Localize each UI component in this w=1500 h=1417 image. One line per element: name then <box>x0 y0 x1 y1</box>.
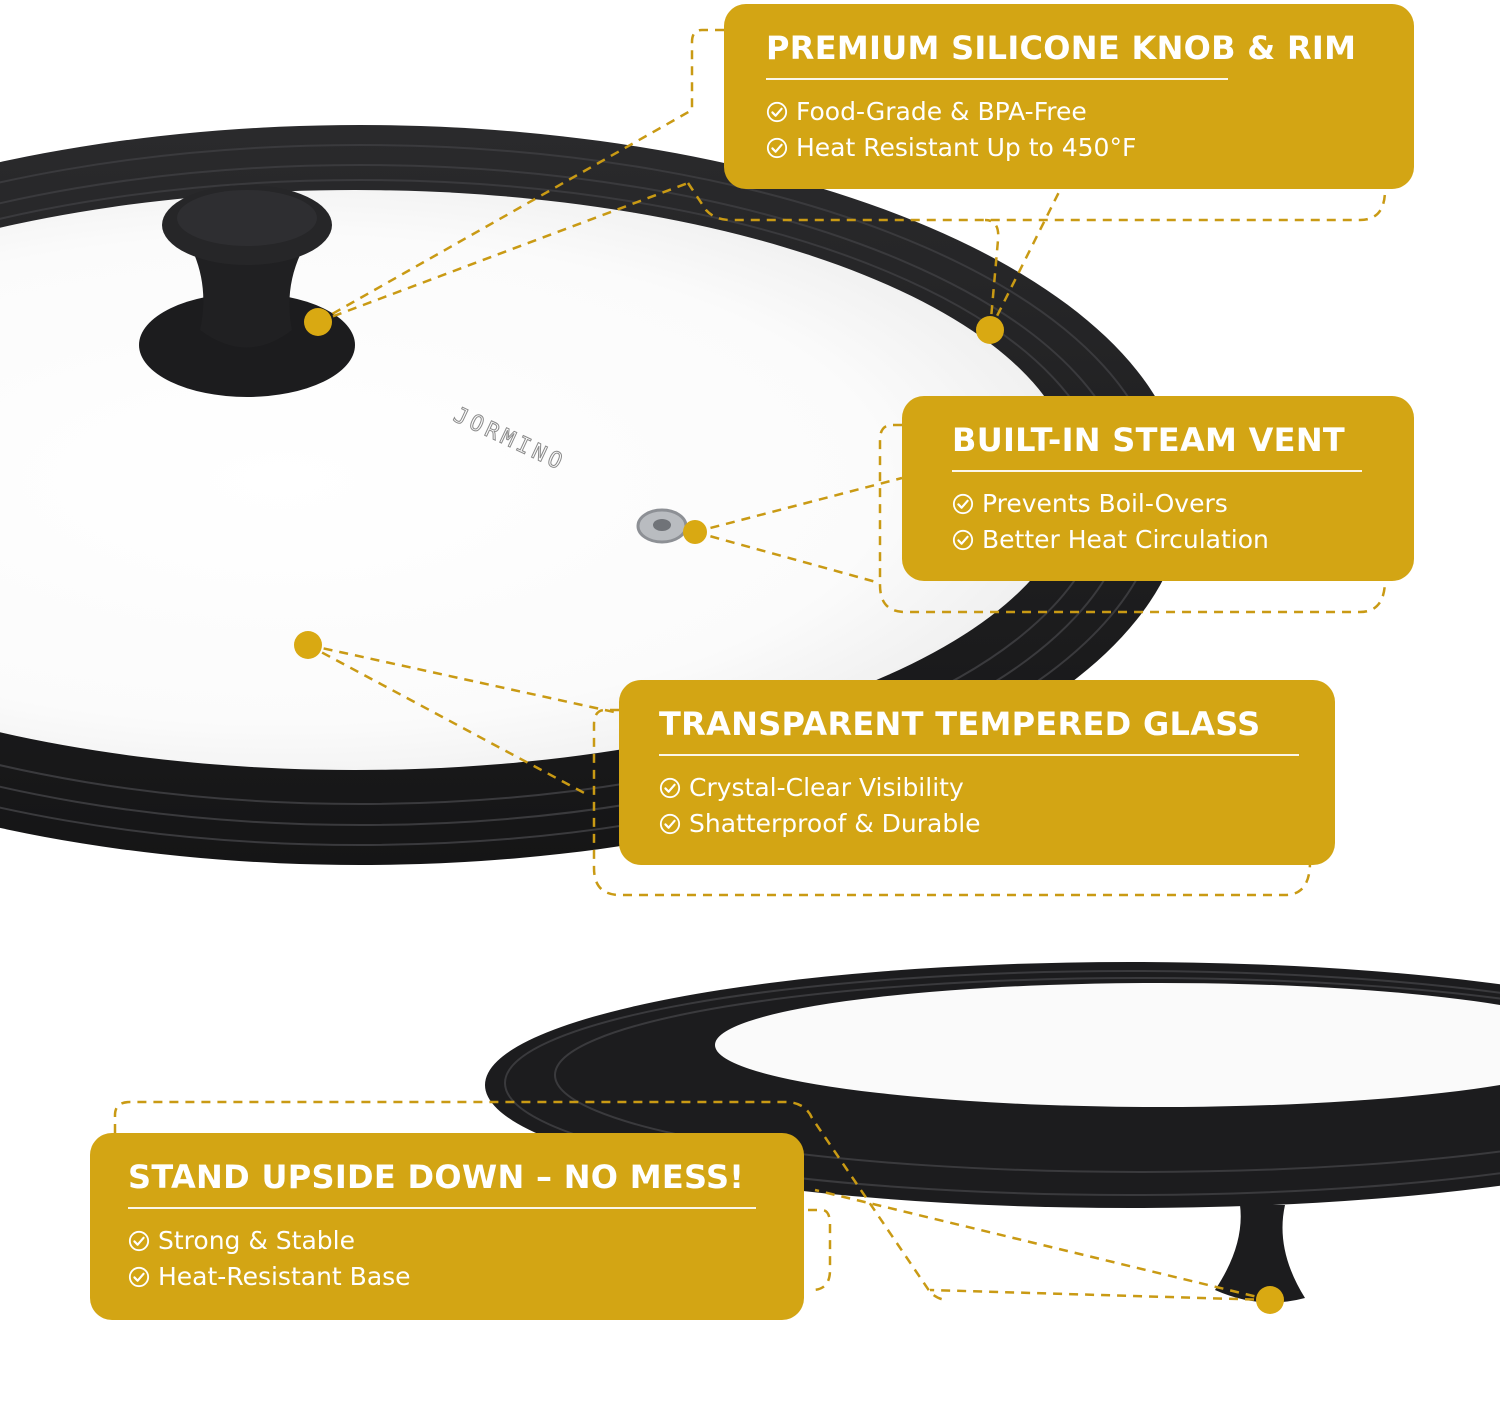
rim-leader <box>686 182 1387 331</box>
list-item: Food-Grade & BPA-Free <box>766 94 1414 130</box>
list-item: Shatterproof & Durable <box>659 806 1335 842</box>
vent-leader <box>694 423 1387 614</box>
check-circle-icon <box>659 777 681 799</box>
steam-vent-hole <box>653 519 671 531</box>
dot-stand <box>1256 1286 1284 1314</box>
check-circle-icon <box>128 1266 150 1288</box>
callout-leaders <box>113 28 1387 1302</box>
check-circle-icon <box>952 493 974 515</box>
bottom-lid-glass <box>715 983 1500 1107</box>
knob-leader-line <box>317 181 689 324</box>
list-item: Heat-Resistant Base <box>128 1259 804 1295</box>
callout-stand-title: STAND UPSIDE DOWN – NO MESS! <box>128 1157 756 1209</box>
dot-glass <box>294 631 322 659</box>
list-item: Prevents Boil-Overs <box>952 486 1414 522</box>
feature-text: Heat-Resistant Base <box>158 1262 411 1291</box>
callout-stand-list: Strong & Stable Heat-Resistant Base <box>128 1223 804 1295</box>
callout-vent-title: BUILT-IN STEAM VENT <box>952 420 1362 472</box>
feature-text: Shatterproof & Durable <box>689 809 981 838</box>
callout-glass-list: Crystal-Clear Visibility Shatterproof & … <box>659 770 1335 842</box>
dot-knob <box>304 308 332 336</box>
check-circle-icon <box>952 529 974 551</box>
dot-rim <box>976 316 1004 344</box>
callout-tempered-glass: TRANSPARENT TEMPERED GLASS Crystal-Clear… <box>619 680 1335 865</box>
feature-text: Heat Resistant Up to 450°F <box>796 133 1137 162</box>
knob-top-highlight <box>177 190 317 246</box>
feature-text: Food-Grade & BPA-Free <box>796 97 1087 126</box>
bottom-rim-groove-1 <box>504 970 1500 1196</box>
stand-knob <box>1215 1205 1305 1303</box>
check-circle-icon <box>659 813 681 835</box>
callout-knob-title: PREMIUM SILICONE KNOB & RIM <box>766 28 1356 80</box>
feature-text: Strong & Stable <box>158 1226 355 1255</box>
callout-dots <box>294 308 1284 1314</box>
check-circle-icon <box>128 1230 150 1252</box>
feature-text: Better Heat Circulation <box>982 525 1269 554</box>
check-circle-icon <box>766 101 788 123</box>
check-circle-icon <box>766 137 788 159</box>
bottom-rim-groove-2 <box>554 977 1500 1173</box>
callout-steam-vent: BUILT-IN STEAM VENT Prevents Boil-Overs … <box>902 396 1414 581</box>
list-item: Strong & Stable <box>128 1223 804 1259</box>
list-item: Crystal-Clear Visibility <box>659 770 1335 806</box>
list-item: Better Heat Circulation <box>952 522 1414 558</box>
dot-vent <box>683 520 707 544</box>
callout-knob-rim: PREMIUM SILICONE KNOB & RIM Food-Grade &… <box>724 4 1414 189</box>
list-item: Heat Resistant Up to 450°F <box>766 130 1414 166</box>
callout-knob-list: Food-Grade & BPA-Free Heat Resistant Up … <box>766 94 1414 166</box>
knob-stem <box>190 245 305 348</box>
feature-text: Crystal-Clear Visibility <box>689 773 964 802</box>
knob-leader-frame <box>317 28 724 324</box>
glass-leader <box>307 643 1312 897</box>
feature-text: Prevents Boil-Overs <box>982 489 1228 518</box>
glass-lid: JORMINO <box>0 125 1185 865</box>
stand-leader <box>113 1100 1271 1302</box>
callout-stand-upside-down: STAND UPSIDE DOWN – NO MESS! Strong & St… <box>90 1133 804 1320</box>
callout-vent-list: Prevents Boil-Overs Better Heat Circulat… <box>952 486 1414 558</box>
callout-glass-title: TRANSPARENT TEMPERED GLASS <box>659 704 1299 756</box>
